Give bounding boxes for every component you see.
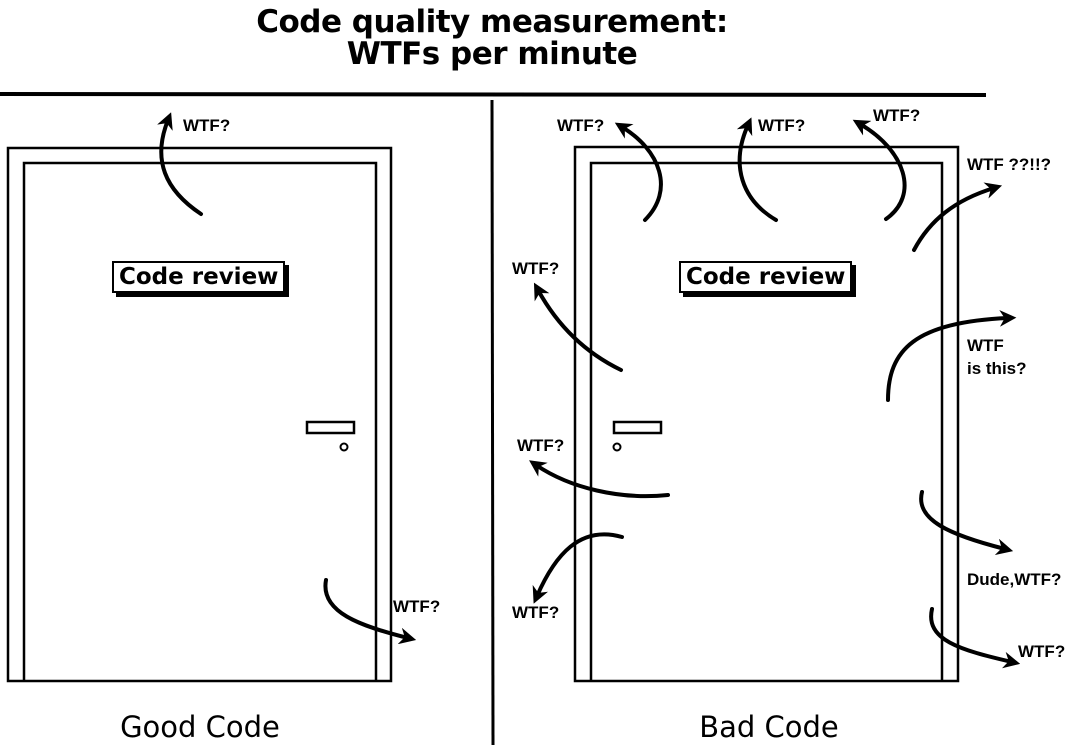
- bad-arrow-left-lower: [532, 532, 624, 604]
- good-arrow-bottom: [323, 578, 417, 645]
- bad-arrow-wtf-is-this: [886, 309, 1017, 402]
- bad-wtf-left-upper: WTF?: [512, 259, 560, 278]
- good-door-sign: Code review: [112, 261, 286, 293]
- bad-arrow-dude: [919, 490, 1014, 556]
- bad-arrow-left-middle: [529, 460, 670, 499]
- bad-wtf-top-2: WTF?: [758, 116, 806, 135]
- good-wtf-bottom: WTF?: [393, 597, 441, 616]
- good-door-frame-inner: [22, 161, 378, 681]
- bad-door-frame-inner: [589, 161, 944, 681]
- good-arrow-top: [157, 112, 203, 216]
- bad-arrow-top-2: [736, 117, 778, 222]
- bad-arrow-top-1: [614, 122, 663, 222]
- bad-wtf-left-middle: WTF?: [517, 436, 565, 455]
- bad-wtf-is-this-line1: WTF: [967, 336, 1004, 355]
- good-door-handle: [305, 420, 356, 435]
- bad-code-caption: Bad Code: [699, 710, 839, 744]
- bad-arrow-left-upper: [533, 282, 623, 372]
- bad-arrow-bottom-right: [929, 607, 1021, 669]
- good-door: [6, 146, 393, 683]
- bad-wtf-exclaim: WTF ??!!?: [967, 155, 1052, 174]
- title-line-1: Code quality measurement:: [256, 4, 728, 40]
- bad-wtf-is-this-line2: is this?: [967, 359, 1027, 378]
- bad-door-frame-outer: [573, 145, 960, 683]
- bad-wtf-dude: Dude,WTF?: [967, 570, 1062, 589]
- good-door-keyhole: [339, 442, 349, 452]
- header-rule: [0, 92, 987, 97]
- bad-door-keyhole: [612, 442, 622, 452]
- bad-wtf-top-3: WTF?: [873, 106, 921, 125]
- good-code-caption: Good Code: [120, 710, 280, 744]
- panel-divider: [490, 99, 495, 746]
- good-door-frame-outer: [6, 146, 393, 683]
- title-line-2: WTFs per minute: [346, 36, 638, 72]
- bad-wtf-left-lower: WTF?: [512, 603, 560, 622]
- bad-door-handle: [612, 420, 663, 435]
- bad-arrow-top-3: [852, 119, 907, 221]
- bad-wtf-top-1: WTF?: [557, 116, 605, 135]
- bad-door: [573, 145, 960, 683]
- bad-arrow-wtf-exclaim: [912, 182, 1003, 252]
- bad-door-sign: Code review: [679, 261, 853, 293]
- good-wtf-top: WTF?: [183, 116, 231, 135]
- bad-wtf-bottom-right: WTF?: [1018, 642, 1066, 661]
